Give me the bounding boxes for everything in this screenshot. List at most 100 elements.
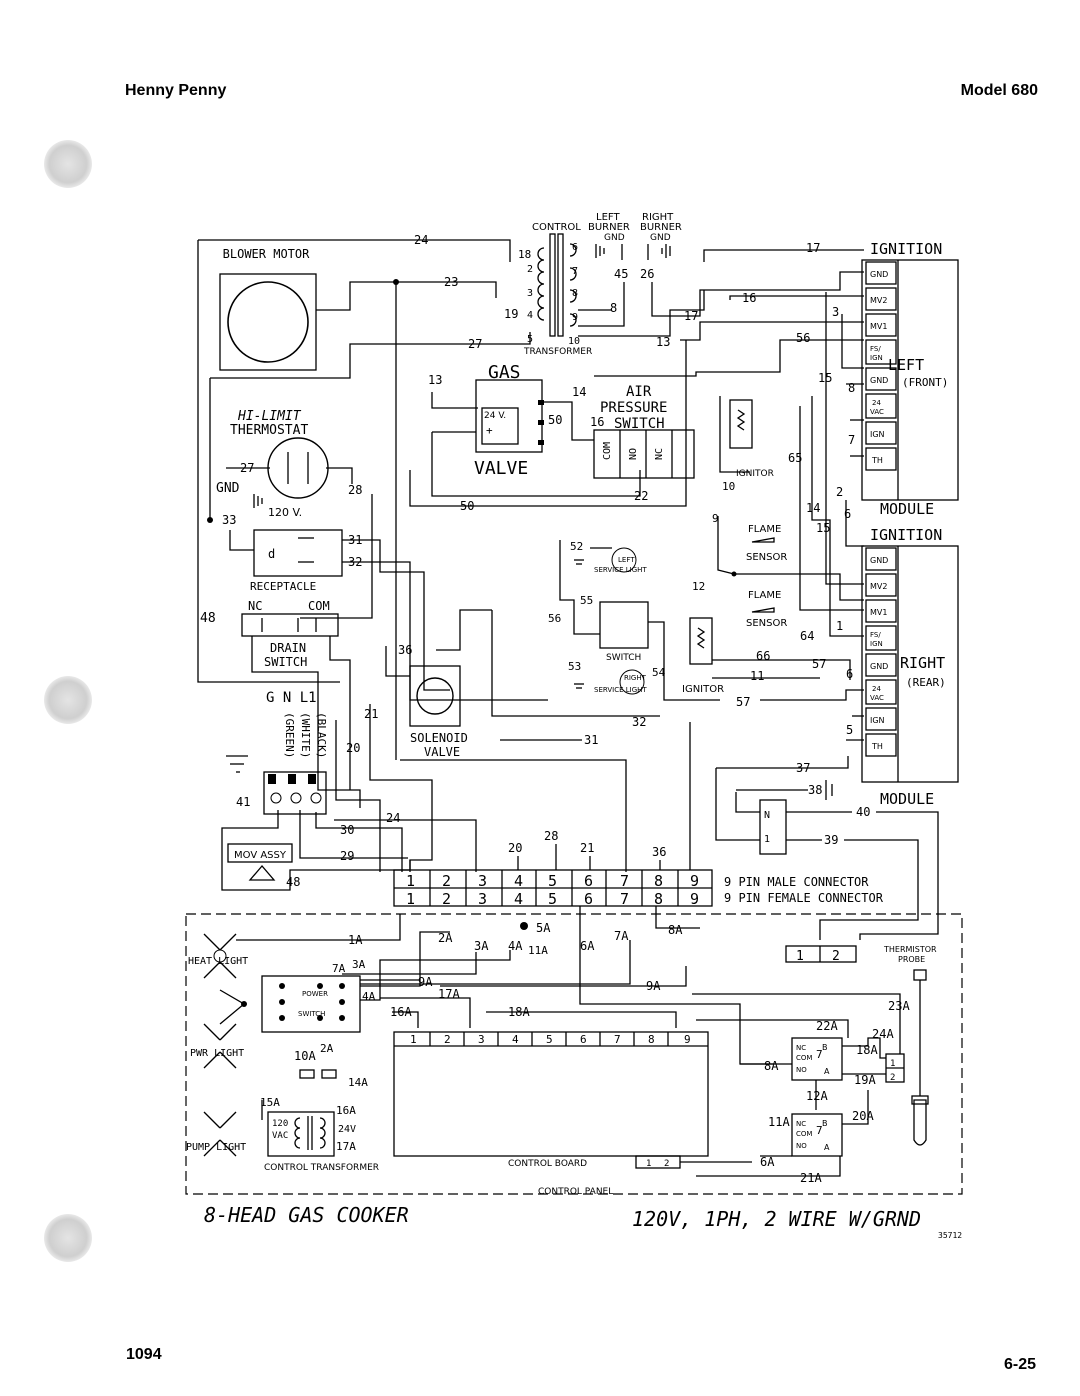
svg-text:TH: TH	[871, 456, 883, 465]
gas-label: GAS	[488, 362, 521, 383]
svg-text:SENSOR: SENSOR	[746, 552, 787, 563]
svg-text:AIR: AIR	[626, 384, 652, 400]
svg-text:COM: COM	[796, 1054, 812, 1062]
svg-text:31: 31	[584, 733, 598, 747]
svg-text:66: 66	[756, 649, 770, 663]
svg-text:20A: 20A	[852, 1109, 874, 1123]
svg-text:24: 24	[872, 399, 881, 407]
svg-text:BURNER: BURNER	[588, 222, 630, 233]
transformer-secondary-coil	[569, 243, 577, 327]
svg-text:24V: 24V	[338, 1124, 356, 1135]
gas-valve-box	[475, 379, 543, 453]
svg-text:16: 16	[742, 291, 756, 305]
brand-header: Henny Penny	[125, 82, 227, 99]
svg-text:50: 50	[460, 499, 474, 513]
svg-text:2A: 2A	[320, 1042, 334, 1055]
svg-text:CONTROL TRANSFORMER: CONTROL TRANSFORMER	[264, 1163, 379, 1173]
svg-text:48: 48	[286, 875, 300, 889]
wire-45	[578, 282, 625, 327]
svg-text:14: 14	[806, 501, 820, 515]
wire-48	[197, 240, 340, 683]
svg-text:NO: NO	[796, 1142, 807, 1150]
svg-text:31: 31	[348, 533, 362, 547]
svg-text:1: 1	[764, 834, 770, 845]
svg-text:7A: 7A	[332, 962, 346, 975]
svg-text:6: 6	[584, 872, 593, 890]
receptacle-label: RECEPTACLE	[250, 580, 316, 593]
ignition-module-right	[861, 545, 959, 783]
svg-text:53: 53	[568, 660, 581, 673]
svg-text:NC: NC	[654, 448, 665, 460]
svg-text:1: 1	[836, 619, 843, 633]
svg-text:7: 7	[620, 872, 629, 890]
svg-text:6: 6	[580, 1033, 587, 1046]
wire-label-48: 48	[200, 611, 216, 626]
svg-text:21A: 21A	[800, 1171, 822, 1185]
svg-text:LEFT: LEFT	[596, 212, 620, 223]
svg-text:15A: 15A	[260, 1096, 280, 1109]
svg-text:24 V.: 24 V.	[484, 411, 506, 421]
transformer-primary-coil	[537, 247, 545, 321]
svg-text:120: 120	[272, 1119, 288, 1129]
svg-text:GND: GND	[216, 481, 240, 496]
svg-text:18A: 18A	[508, 1005, 530, 1019]
svg-text:21: 21	[364, 707, 378, 721]
svg-text:37: 37	[796, 761, 810, 775]
svg-text:10A: 10A	[294, 1049, 316, 1063]
wire-label-23: 23	[444, 275, 458, 289]
svg-text:12A: 12A	[806, 1089, 828, 1103]
wire-label-24: 24	[414, 233, 428, 247]
svg-text:32: 32	[632, 715, 646, 729]
svg-text:1: 1	[646, 1159, 651, 1169]
svg-text:3: 3	[832, 305, 839, 319]
svg-text:24A: 24A	[872, 1027, 894, 1041]
transformer-core-2	[557, 233, 564, 337]
hi-limit-thermostat-icon	[267, 437, 329, 499]
svg-text:RIGHT: RIGHT	[642, 212, 674, 223]
drain-switch-box	[241, 613, 339, 637]
svg-text:5: 5	[846, 723, 853, 737]
svg-text:VAC: VAC	[870, 408, 884, 416]
svg-text:4: 4	[514, 872, 523, 890]
svg-text:20: 20	[346, 741, 360, 755]
svg-text:B: B	[822, 1119, 828, 1128]
svg-text:2: 2	[664, 1159, 669, 1169]
wire-50	[409, 340, 687, 507]
svg-text:14: 14	[572, 385, 586, 399]
svg-text:65: 65	[788, 451, 802, 465]
svg-text:HI-LIMIT: HI-LIMIT	[237, 409, 302, 424]
svg-text:45: 45	[614, 267, 628, 281]
svg-text:(REAR): (REAR)	[906, 676, 946, 689]
svg-text:7: 7	[614, 1033, 621, 1046]
svg-text:B: B	[822, 1043, 828, 1052]
svg-text:MODULE: MODULE	[880, 500, 934, 518]
svg-text:2: 2	[836, 485, 843, 499]
svg-text:8A: 8A	[668, 923, 683, 937]
svg-text:7A: 7A	[614, 929, 629, 943]
nine-pin-connector	[393, 869, 713, 907]
svg-text:IGNITION: IGNITION	[870, 526, 942, 544]
svg-text:11A: 11A	[528, 944, 548, 957]
svg-text:2: 2	[832, 949, 840, 964]
svg-text:22: 22	[634, 489, 648, 503]
svg-text:1A: 1A	[348, 933, 363, 947]
svg-text:DRAIN: DRAIN	[270, 641, 306, 655]
svg-text:PRESSURE: PRESSURE	[600, 400, 667, 416]
svg-text:2: 2	[527, 264, 533, 275]
pump-light	[203, 1111, 237, 1157]
svg-text:20: 20	[508, 841, 522, 855]
wire-22	[431, 432, 641, 497]
svg-text:28: 28	[544, 829, 558, 843]
svg-text:6A: 6A	[760, 1155, 775, 1169]
svg-text:4: 4	[527, 310, 533, 321]
svg-text:IGN: IGN	[870, 354, 883, 362]
svg-text:64: 64	[800, 629, 814, 643]
svg-text:NC: NC	[796, 1120, 806, 1128]
svg-text:11: 11	[750, 669, 764, 683]
svg-text:SOLENOID: SOLENOID	[410, 731, 468, 745]
wire-23	[316, 281, 497, 311]
svg-text:(FRONT): (FRONT)	[902, 376, 948, 389]
svg-text:3: 3	[478, 1033, 485, 1046]
svg-text:7: 7	[620, 890, 629, 908]
svg-text:56: 56	[548, 612, 561, 625]
